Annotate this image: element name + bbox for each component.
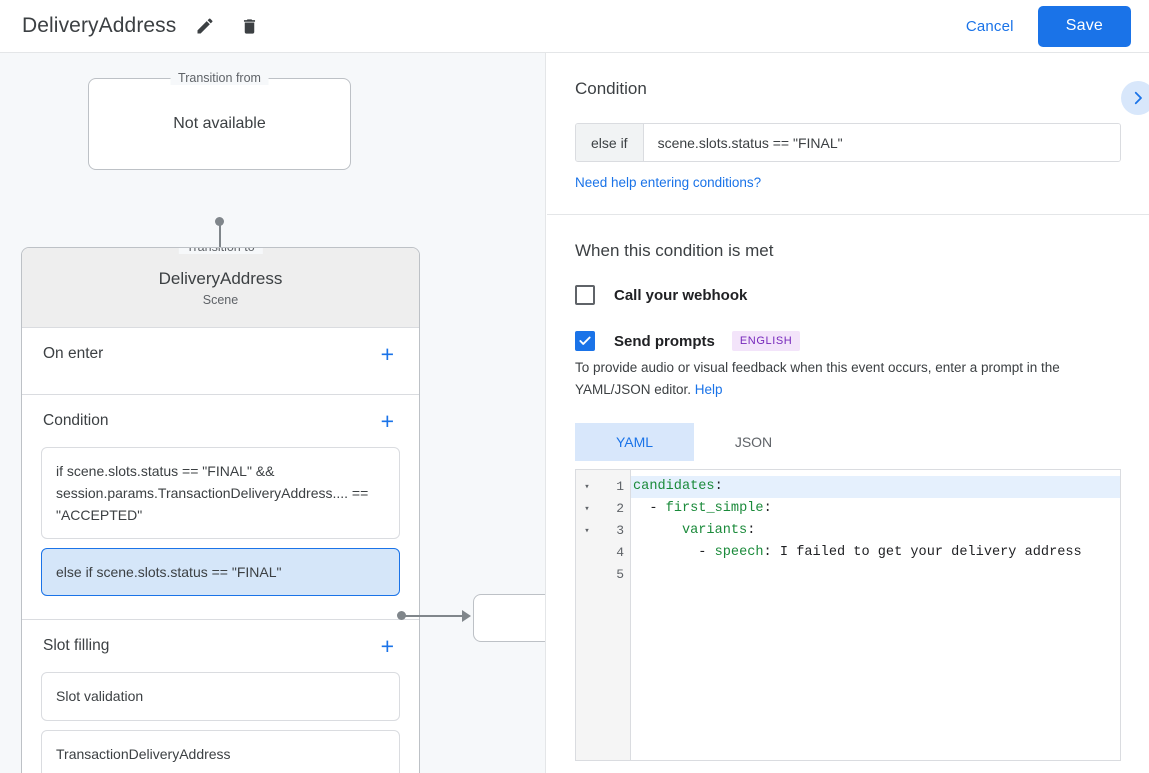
condition-prefix-label: else if xyxy=(576,124,644,161)
section-header-slot-filling: Slot filling + xyxy=(22,620,419,672)
detail-pane: Condition else if Need help entering con… xyxy=(547,53,1149,773)
transition-to-node[interactable]: Transition to DeliveryAddress Scene On e… xyxy=(21,247,420,773)
editor-code-line: - first_simple: xyxy=(649,500,772,516)
detail-heading-condition: Condition xyxy=(575,79,647,98)
chevron-right-icon[interactable] xyxy=(1121,81,1149,115)
cancel-button[interactable]: Cancel xyxy=(954,10,1026,43)
prompts-help-link[interactable]: Help xyxy=(694,381,723,397)
scene-graph-pane[interactable]: Transition from Not available Transition… xyxy=(0,53,546,773)
send-prompts-label: Send prompts xyxy=(614,332,715,350)
section-slot-filling: Slot filling + Slot validation Transacti… xyxy=(22,620,419,773)
target-node-stub[interactable] xyxy=(473,594,545,642)
prompts-hint-text: To provide audio or visual feedback when… xyxy=(575,357,1121,401)
transition-from-legend: Transition from xyxy=(170,71,269,85)
condition-expression-input[interactable] xyxy=(643,124,1120,161)
tab-json[interactable]: JSON xyxy=(734,433,773,450)
detail-section-condition: Condition else if Need help entering con… xyxy=(547,53,1149,215)
transition-from-node[interactable]: Transition from Not available xyxy=(88,71,351,170)
section-title-slot-filling: Slot filling xyxy=(43,637,110,655)
editor-line-number: 1 xyxy=(616,479,624,495)
fold-arrow-icon[interactable]: ▾ xyxy=(584,503,590,514)
connector-arrow-right xyxy=(462,610,471,622)
language-badge: ENGLISH xyxy=(731,331,801,351)
scene-name: DeliveryAddress xyxy=(158,268,283,288)
condition-item-else-if[interactable]: else if scene.slots.status == "FINAL" xyxy=(41,548,400,597)
page-title: DeliveryAddress xyxy=(22,14,177,37)
condition-item-if[interactable]: if scene.slots.status == "FINAL" && sess… xyxy=(41,447,400,540)
scene-card-header: DeliveryAddress Scene xyxy=(22,248,419,328)
webhook-row[interactable]: Call your webhook xyxy=(575,285,1121,305)
slot-item-transaction-delivery-address[interactable]: TransactionDeliveryAddress xyxy=(41,729,400,773)
fold-arrow-icon[interactable]: ▾ xyxy=(584,525,590,536)
section-header-condition: Condition + xyxy=(22,395,419,447)
editor-line-number: 5 xyxy=(616,567,624,583)
section-title-on-enter: On enter xyxy=(43,345,104,362)
connector-line-horizontal xyxy=(402,615,464,617)
editor-code-line: - speech: I failed to get your delivery … xyxy=(698,544,1082,560)
section-condition: Condition + if scene.slots.status == "FI… xyxy=(22,395,419,621)
call-webhook-checkbox[interactable] xyxy=(575,285,595,305)
editor-gutter-line: ▾1 xyxy=(576,476,630,498)
detail-heading-when-met: When this condition is met xyxy=(575,241,774,260)
slot-item-slot-validation[interactable]: Slot validation xyxy=(41,672,400,721)
section-header-on-enter: On enter + xyxy=(22,328,419,380)
editor-line-number: 4 xyxy=(616,545,624,561)
editor-gutter-line: 5 xyxy=(576,564,630,586)
editor-code-line: variants: xyxy=(681,522,756,538)
save-button[interactable]: Save xyxy=(1037,5,1131,47)
app-header: DeliveryAddress Cancel Save xyxy=(0,0,1149,53)
add-on-enter-button[interactable]: + xyxy=(380,340,394,367)
section-title-condition: Condition xyxy=(43,412,109,429)
editor-gutter-line: ▾3 xyxy=(576,520,630,542)
editor-line-number: 3 xyxy=(616,523,624,539)
editor-line-number: 2 xyxy=(616,501,624,517)
call-webhook-label: Call your webhook xyxy=(614,286,748,304)
editor-code-line xyxy=(631,564,1120,586)
editor-code-area[interactable]: candidates: - first_simple: variants: - … xyxy=(631,470,1120,760)
prompts-hint-body: To provide audio or visual feedback when… xyxy=(575,360,1060,397)
editor-format-tabs: YAML JSON xyxy=(575,422,1121,461)
send-prompts-row[interactable]: Send prompts ENGLISH xyxy=(575,331,1121,351)
section-on-enter: On enter + xyxy=(22,328,419,395)
add-slot-filling-button[interactable]: + xyxy=(380,632,394,659)
scene-type: Scene xyxy=(202,292,239,307)
connector-dot-condition xyxy=(397,611,406,620)
editor-gutter-line: ▾2 xyxy=(576,498,630,520)
fold-arrow-icon[interactable]: ▾ xyxy=(584,481,590,492)
tab-yaml[interactable]: YAML xyxy=(575,422,694,461)
trash-icon[interactable] xyxy=(236,13,262,39)
condition-expression-row[interactable]: else if xyxy=(575,123,1121,162)
editor-code-line: candidates: xyxy=(631,475,1120,498)
editor-gutter-line: 4 xyxy=(576,542,630,564)
connector-line-vertical xyxy=(219,221,221,263)
pencil-icon[interactable] xyxy=(192,13,218,39)
content-area: Transition from Not available Transition… xyxy=(0,53,1149,773)
transition-to-legend: Transition to xyxy=(178,248,263,254)
send-prompts-checkbox[interactable] xyxy=(575,331,595,351)
transition-from-value: Not available xyxy=(173,115,266,132)
condition-help-link[interactable]: Need help entering conditions? xyxy=(575,175,762,190)
detail-section-when-met: When this condition is met Call your web… xyxy=(547,215,1149,773)
add-condition-button[interactable]: + xyxy=(380,407,394,434)
